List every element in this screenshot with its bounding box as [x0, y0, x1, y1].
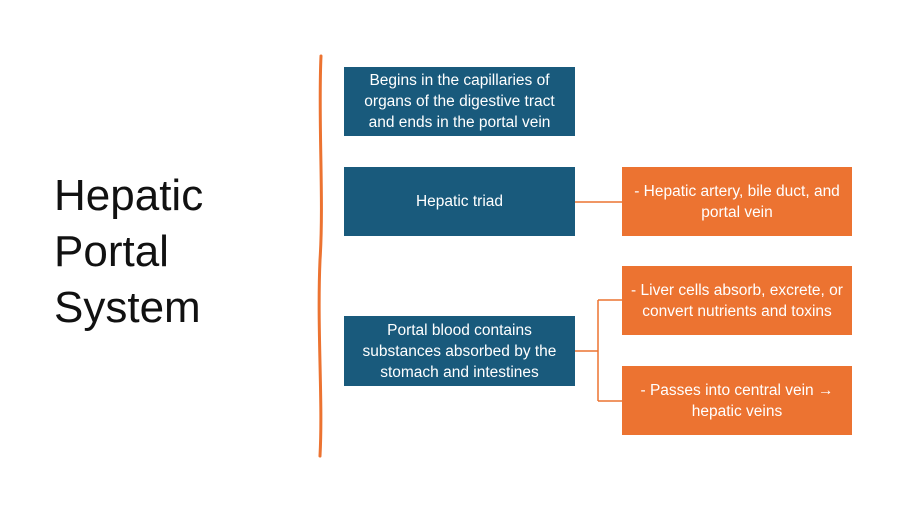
slide-title: Hepatic Portal System — [54, 171, 204, 332]
detail-box-central-vein: - Passes into central vein → hepatic vei… — [622, 366, 852, 435]
main-bracket-line — [317, 54, 323, 458]
branch-box-hepatic-triad: Hepatic triad — [344, 167, 575, 236]
detail-box-liver-cells: - Liver cells absorb, excrete, or conver… — [622, 266, 852, 335]
branch-box-capillaries: Begins in the capillaries of organs of t… — [344, 67, 575, 136]
detail-box-triad-components: - Hepatic artery, bile duct, and portal … — [622, 167, 852, 236]
branch-box-portal-blood: Portal blood contains substances absorbe… — [344, 316, 575, 386]
